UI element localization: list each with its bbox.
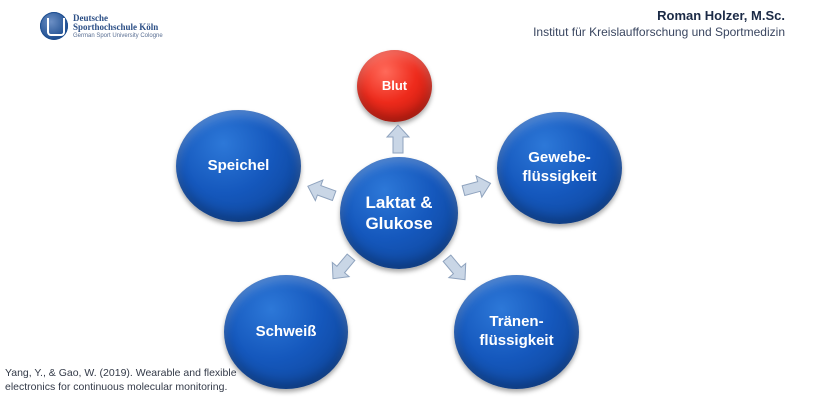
arrow-down-left [324, 249, 360, 286]
node-center: Laktat & Glukose [340, 157, 458, 269]
arrow-right [460, 172, 495, 201]
arrow-left [303, 176, 339, 207]
arrow-down-right [438, 250, 474, 287]
node-blut: Blut [357, 50, 432, 122]
arrow-up [385, 124, 411, 154]
logo-text: Deutsche Sporthochschule Köln German Spo… [73, 12, 163, 39]
node-speichel: Speichel [176, 110, 301, 222]
logo-line-1: Deutsche [73, 12, 108, 23]
author-name: Roman Holzer, M.Sc. [657, 8, 785, 23]
logo-line-2: Sporthochschule Köln [73, 21, 159, 32]
university-logo: Deutsche Sporthochschule Köln German Spo… [40, 12, 163, 40]
university-logo-icon [40, 12, 68, 40]
logo-line-3: German Sport University Cologne [73, 32, 163, 39]
node-traenenfluessigkeit: Tränen- flüssigkeit [454, 275, 579, 389]
citation: Yang, Y., & Gao, W. (2019). Wearable and… [5, 367, 237, 393]
node-gewebefluessigkeit: Gewebe- flüssigkeit [497, 112, 622, 224]
node-schweiss: Schweiß [224, 275, 348, 389]
institute-name: Institut für Kreislaufforschung und Spor… [533, 25, 785, 39]
